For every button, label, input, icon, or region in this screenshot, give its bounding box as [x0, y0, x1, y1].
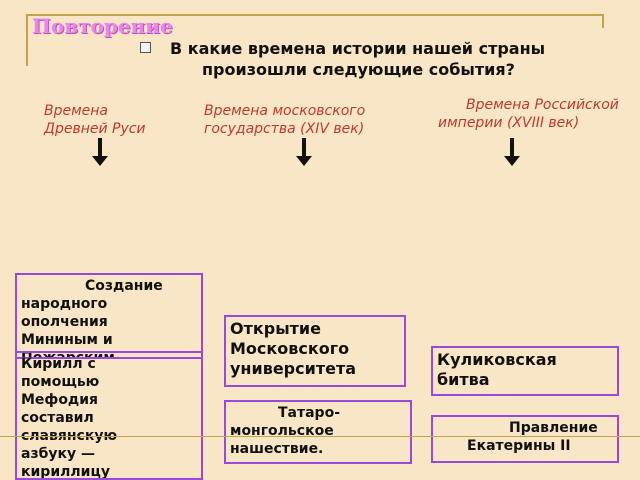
arrow-down-icon: [92, 138, 108, 166]
question-line-2: произошли следующие события?: [202, 60, 515, 79]
arrow-down-icon: [504, 138, 520, 166]
era-moscow-state: Времена московского государства (XIV век…: [204, 103, 366, 137]
slide-title: Повторение: [32, 14, 173, 38]
event-card-kulikovo[interactable]: Куликовская битва: [431, 346, 619, 396]
decorative-frame-line: [602, 14, 604, 28]
event-card-cyril[interactable]: Кирилл с помощью Мефодия составил славян…: [15, 351, 203, 480]
era-ancient-rus: Времена Древней Руси: [44, 103, 146, 137]
event-card-militia[interactable]: Создание народного ополчения Мининым и П…: [15, 273, 203, 359]
decorative-frame-line: [0, 436, 640, 437]
era-russian-empire: Времена Российской империи (XVIII век): [438, 97, 619, 131]
decorative-frame-line: [26, 14, 604, 16]
decorative-frame-line: [26, 14, 28, 66]
event-card-catherine[interactable]: Правление Екатерины II: [431, 415, 619, 463]
square-bullet-icon: [140, 42, 151, 53]
arrow-down-icon: [296, 138, 312, 166]
question-line-1: В какие времена истории нашей страны: [170, 39, 546, 58]
event-card-tatar-invasion[interactable]: Татаро- монгольское нашествие.: [224, 400, 412, 464]
event-card-university[interactable]: Открытие Московского университета: [224, 315, 406, 387]
